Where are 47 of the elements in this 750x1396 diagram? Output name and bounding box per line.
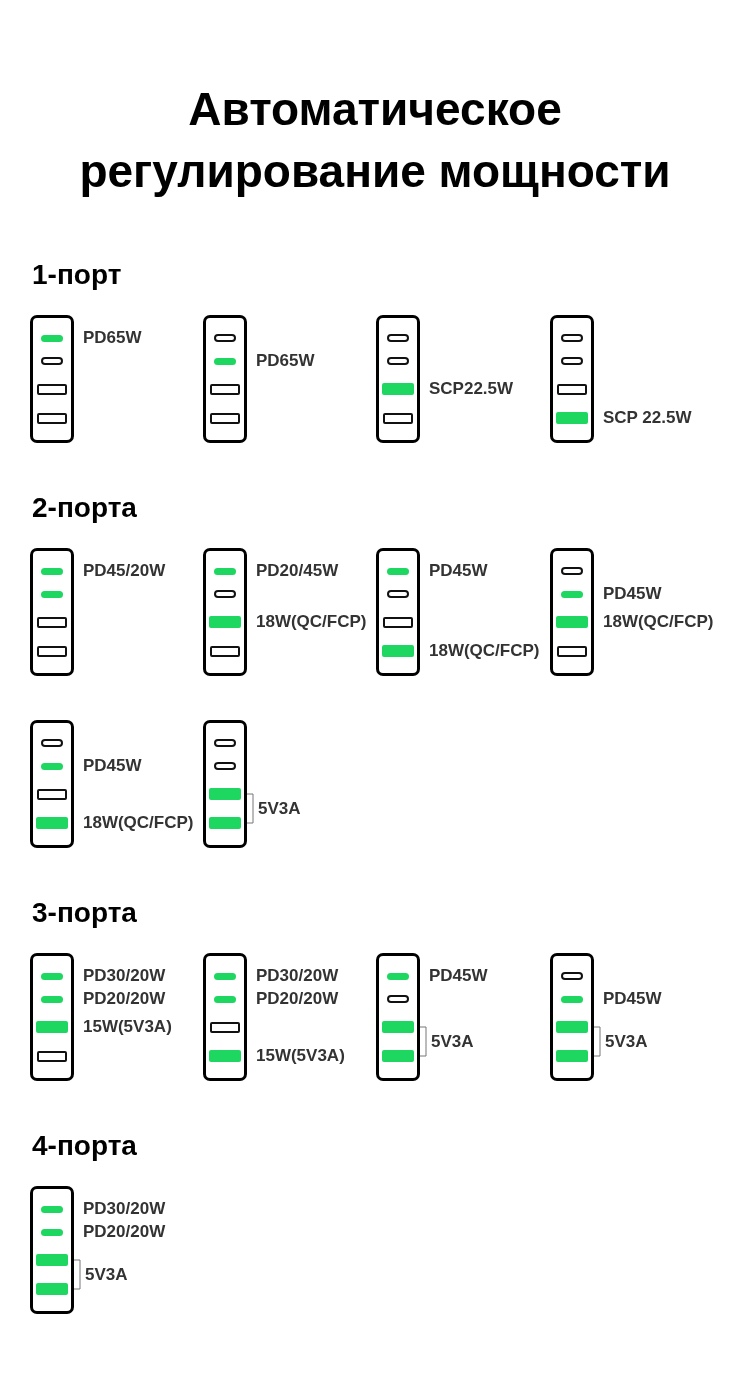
power-label: 15W(5V3A) xyxy=(256,1045,345,1067)
charger-drawing xyxy=(30,315,74,443)
power-label: PD65W xyxy=(256,350,315,372)
charger-drawing xyxy=(203,315,247,443)
charger-drawing xyxy=(203,548,247,676)
charger-drawing xyxy=(376,548,420,676)
section-heading: 4-порта xyxy=(32,1129,137,1163)
power-label: 18W(QC/FCP) xyxy=(603,611,714,633)
power-label: PD30/20W xyxy=(83,965,166,987)
section-heading: 1-порт xyxy=(32,258,122,292)
power-label: PD20/20W xyxy=(256,988,339,1010)
title: Автоматическое регулирование мощности xyxy=(78,82,672,199)
power-label: SCP22.5W xyxy=(429,378,514,400)
charger-drawing xyxy=(550,315,594,443)
power-label: PD30/20W xyxy=(83,1198,166,1220)
charger-drawing xyxy=(376,315,420,443)
power-label: 5V3A xyxy=(258,797,301,820)
charger-drawing xyxy=(30,953,74,1081)
power-label: PD45W xyxy=(603,583,662,605)
power-label: 5V3A xyxy=(431,1030,474,1053)
power-label: PD45W xyxy=(603,988,662,1010)
power-label: PD20/20W xyxy=(83,988,166,1010)
section-heading: 3-порта xyxy=(32,896,137,930)
power-label: PD45/20W xyxy=(83,560,166,582)
power-label: PD45W xyxy=(83,755,142,777)
power-label: PD20/45W xyxy=(256,560,339,582)
power-label: PD30/20W xyxy=(256,965,339,987)
power-label: PD65W xyxy=(83,327,142,349)
section-heading: 2-порта xyxy=(32,491,137,525)
charger-drawing xyxy=(203,953,247,1081)
charger-drawing xyxy=(376,953,420,1081)
charger-drawing xyxy=(550,548,594,676)
charger-drawing xyxy=(30,1186,74,1314)
power-label: 5V3A xyxy=(605,1030,648,1053)
power-label: PD45W xyxy=(429,560,488,582)
power-label: 18W(QC/FCP) xyxy=(429,640,540,662)
charger-drawing xyxy=(30,548,74,676)
power-label: 18W(QC/FCP) xyxy=(83,812,194,834)
charger-drawing xyxy=(550,953,594,1081)
power-label: PD45W xyxy=(429,965,488,987)
power-label: 18W(QC/FCP) xyxy=(256,611,367,633)
power-label: 15W(5V3A) xyxy=(83,1016,172,1038)
power-label: 5V3A xyxy=(85,1263,128,1286)
charger-drawing xyxy=(30,720,74,848)
power-label: SCP 22.5W xyxy=(603,407,692,429)
power-label: PD20/20W xyxy=(83,1221,166,1243)
charger-drawing xyxy=(203,720,247,848)
